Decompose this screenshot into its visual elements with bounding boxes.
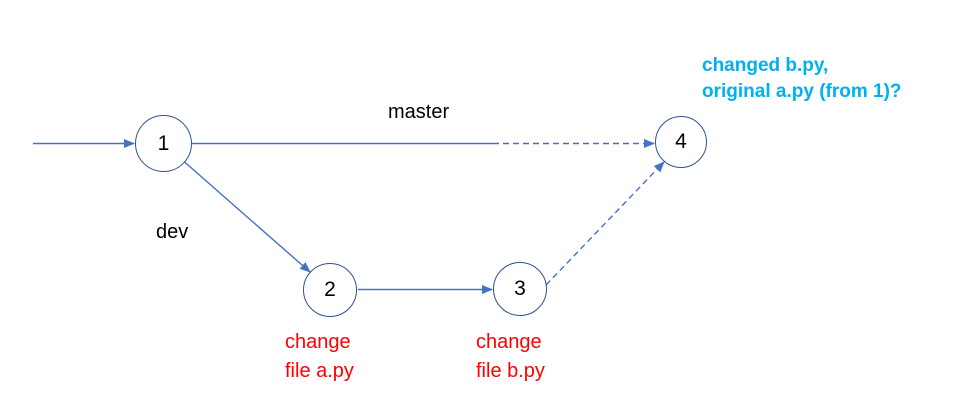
commit-node-3: 3 xyxy=(493,262,547,316)
edge-3-to-4-dashed-arrow xyxy=(545,161,665,286)
branch-label-dev: dev xyxy=(156,221,189,243)
edge-dev-1-to-2 xyxy=(183,160,311,273)
note-node3-line2: file b.py xyxy=(476,360,545,382)
annotation-question: changed b.py, original a.py (from 1)? xyxy=(702,53,902,105)
annotation-question-line1: changed b.py, xyxy=(702,55,829,76)
note-node3-line1: change xyxy=(476,331,542,353)
note-node2-line2: file a.py xyxy=(285,360,354,382)
annotation-question-line2: original a.py (from 1)? xyxy=(702,81,902,102)
commit-node-4: 4 xyxy=(655,116,707,168)
commit-node-1: 1 xyxy=(135,115,192,172)
commit-node-2: 2 xyxy=(303,263,357,317)
note-node2: change file a.py xyxy=(285,328,354,386)
note-node2-line1: change xyxy=(285,331,351,353)
note-node3: change file b.py xyxy=(476,328,545,386)
branch-label-master: master xyxy=(388,101,450,123)
